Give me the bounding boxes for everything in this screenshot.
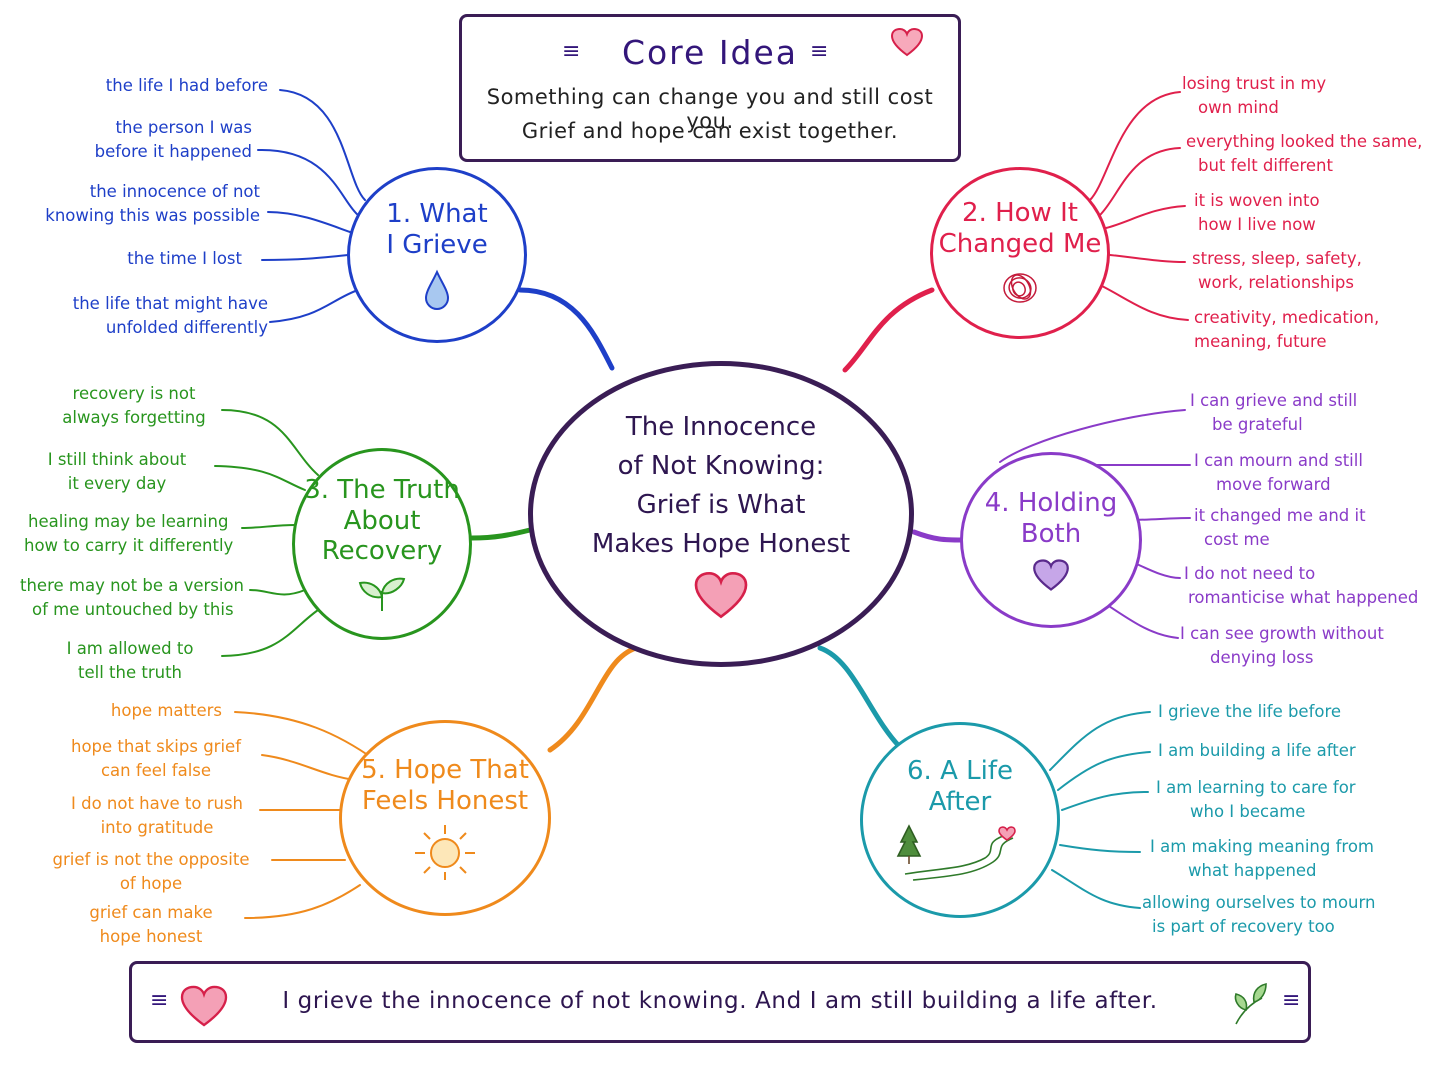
footer-affirmation-text: I grieve the innocence of not knowing. A…: [282, 988, 1158, 1014]
sprout-icon: [1234, 982, 1267, 1025]
central-topic-line-3: Grief is What: [636, 490, 806, 520]
branch-title-line: Changed Me: [938, 229, 1102, 259]
heart-icon: [1033, 559, 1069, 591]
branch-holding-both: 4. Holding Both: [960, 452, 1142, 628]
list-item: the time I lost: [127, 249, 242, 268]
emphasis-marks-left-icon: ≡: [150, 988, 169, 1013]
branch-title-line: I Grieve: [386, 230, 488, 260]
sun-icon: [415, 824, 475, 880]
core-idea-line-2: Grief and hope can exist together.: [521, 119, 899, 143]
water-drop-icon: [424, 269, 450, 310]
central-topic-node: The Innocence of Not Knowing: Grief is W…: [528, 361, 914, 667]
central-topic-line-2: of Not Knowing:: [617, 451, 825, 481]
connector-center-b5: [547, 645, 639, 753]
connector-center-b6: [817, 645, 908, 755]
core-idea-title: Core Idea: [621, 33, 799, 72]
emphasis-marks-right-icon: ≡: [1282, 988, 1301, 1013]
branch-truth-about-recovery: 3. The Truth About Recovery: [292, 448, 472, 640]
list-item: I am building a life after: [1158, 741, 1356, 760]
branch-a-life-after: 6. A Life After: [860, 722, 1060, 918]
branch-title-line: Recovery: [321, 536, 443, 567]
emphasis-marks-right-icon: ≡: [810, 39, 829, 64]
list-item: I grieve the life before: [1158, 702, 1342, 721]
connector-center-b1: [517, 287, 615, 371]
connector-center-b2: [842, 287, 935, 373]
branch-title-line: Both: [1020, 519, 1082, 549]
scribble-icon: [1003, 272, 1037, 303]
path-landscape-icon: [896, 823, 1016, 881]
branch-title-line: Feels Honest: [361, 786, 529, 816]
branch-how-it-changed-me: 2. How It Changed Me: [930, 167, 1110, 339]
list-item: creativity, medication,meaning, future: [1194, 308, 1380, 351]
branch-title-line: About: [343, 505, 421, 536]
branch-title-line: 1. What: [386, 199, 488, 230]
list-item: stress, sleep, safety,work, relationship…: [1192, 249, 1362, 292]
footer-affirmation-box: ≡ I grieve the innocence of not knowing.…: [129, 961, 1311, 1043]
connector-center-b3: [469, 527, 533, 541]
branch-what-i-grieve: 1. What I Grieve: [347, 167, 527, 343]
branch-title-line: 2. How It: [962, 198, 1078, 229]
heart-icon: [180, 985, 228, 1027]
list-item: the life I had before: [105, 76, 268, 95]
branch-title-line: After: [928, 787, 992, 817]
branch-title-line: 6. A Life: [907, 756, 1013, 787]
emphasis-marks-left-icon: ≡: [562, 39, 581, 64]
branch-title-line: 5. Hope That: [361, 755, 529, 786]
central-topic-line-4: Makes Hope Honest: [591, 529, 851, 559]
branch-title-line: 4. Holding: [984, 488, 1118, 519]
branch-hope-that-feels-honest: 5. Hope That Feels Honest: [339, 720, 551, 916]
list-item: everything looked the same,but felt diff…: [1186, 132, 1423, 175]
heart-icon: [890, 27, 924, 57]
central-topic-line-1: The Innocence: [625, 412, 817, 442]
connector-center-b4: [911, 529, 965, 543]
list-item: hope matters: [110, 701, 222, 720]
core-idea-line-1: Something can change you and still cost …: [486, 85, 934, 133]
branch-title-line: 3. The Truth: [304, 474, 460, 505]
core-idea-box: ≡ Core Idea ≡ Something can change you a…: [459, 14, 961, 162]
heart-icon: [694, 571, 748, 619]
sprout-icon: [358, 577, 406, 611]
